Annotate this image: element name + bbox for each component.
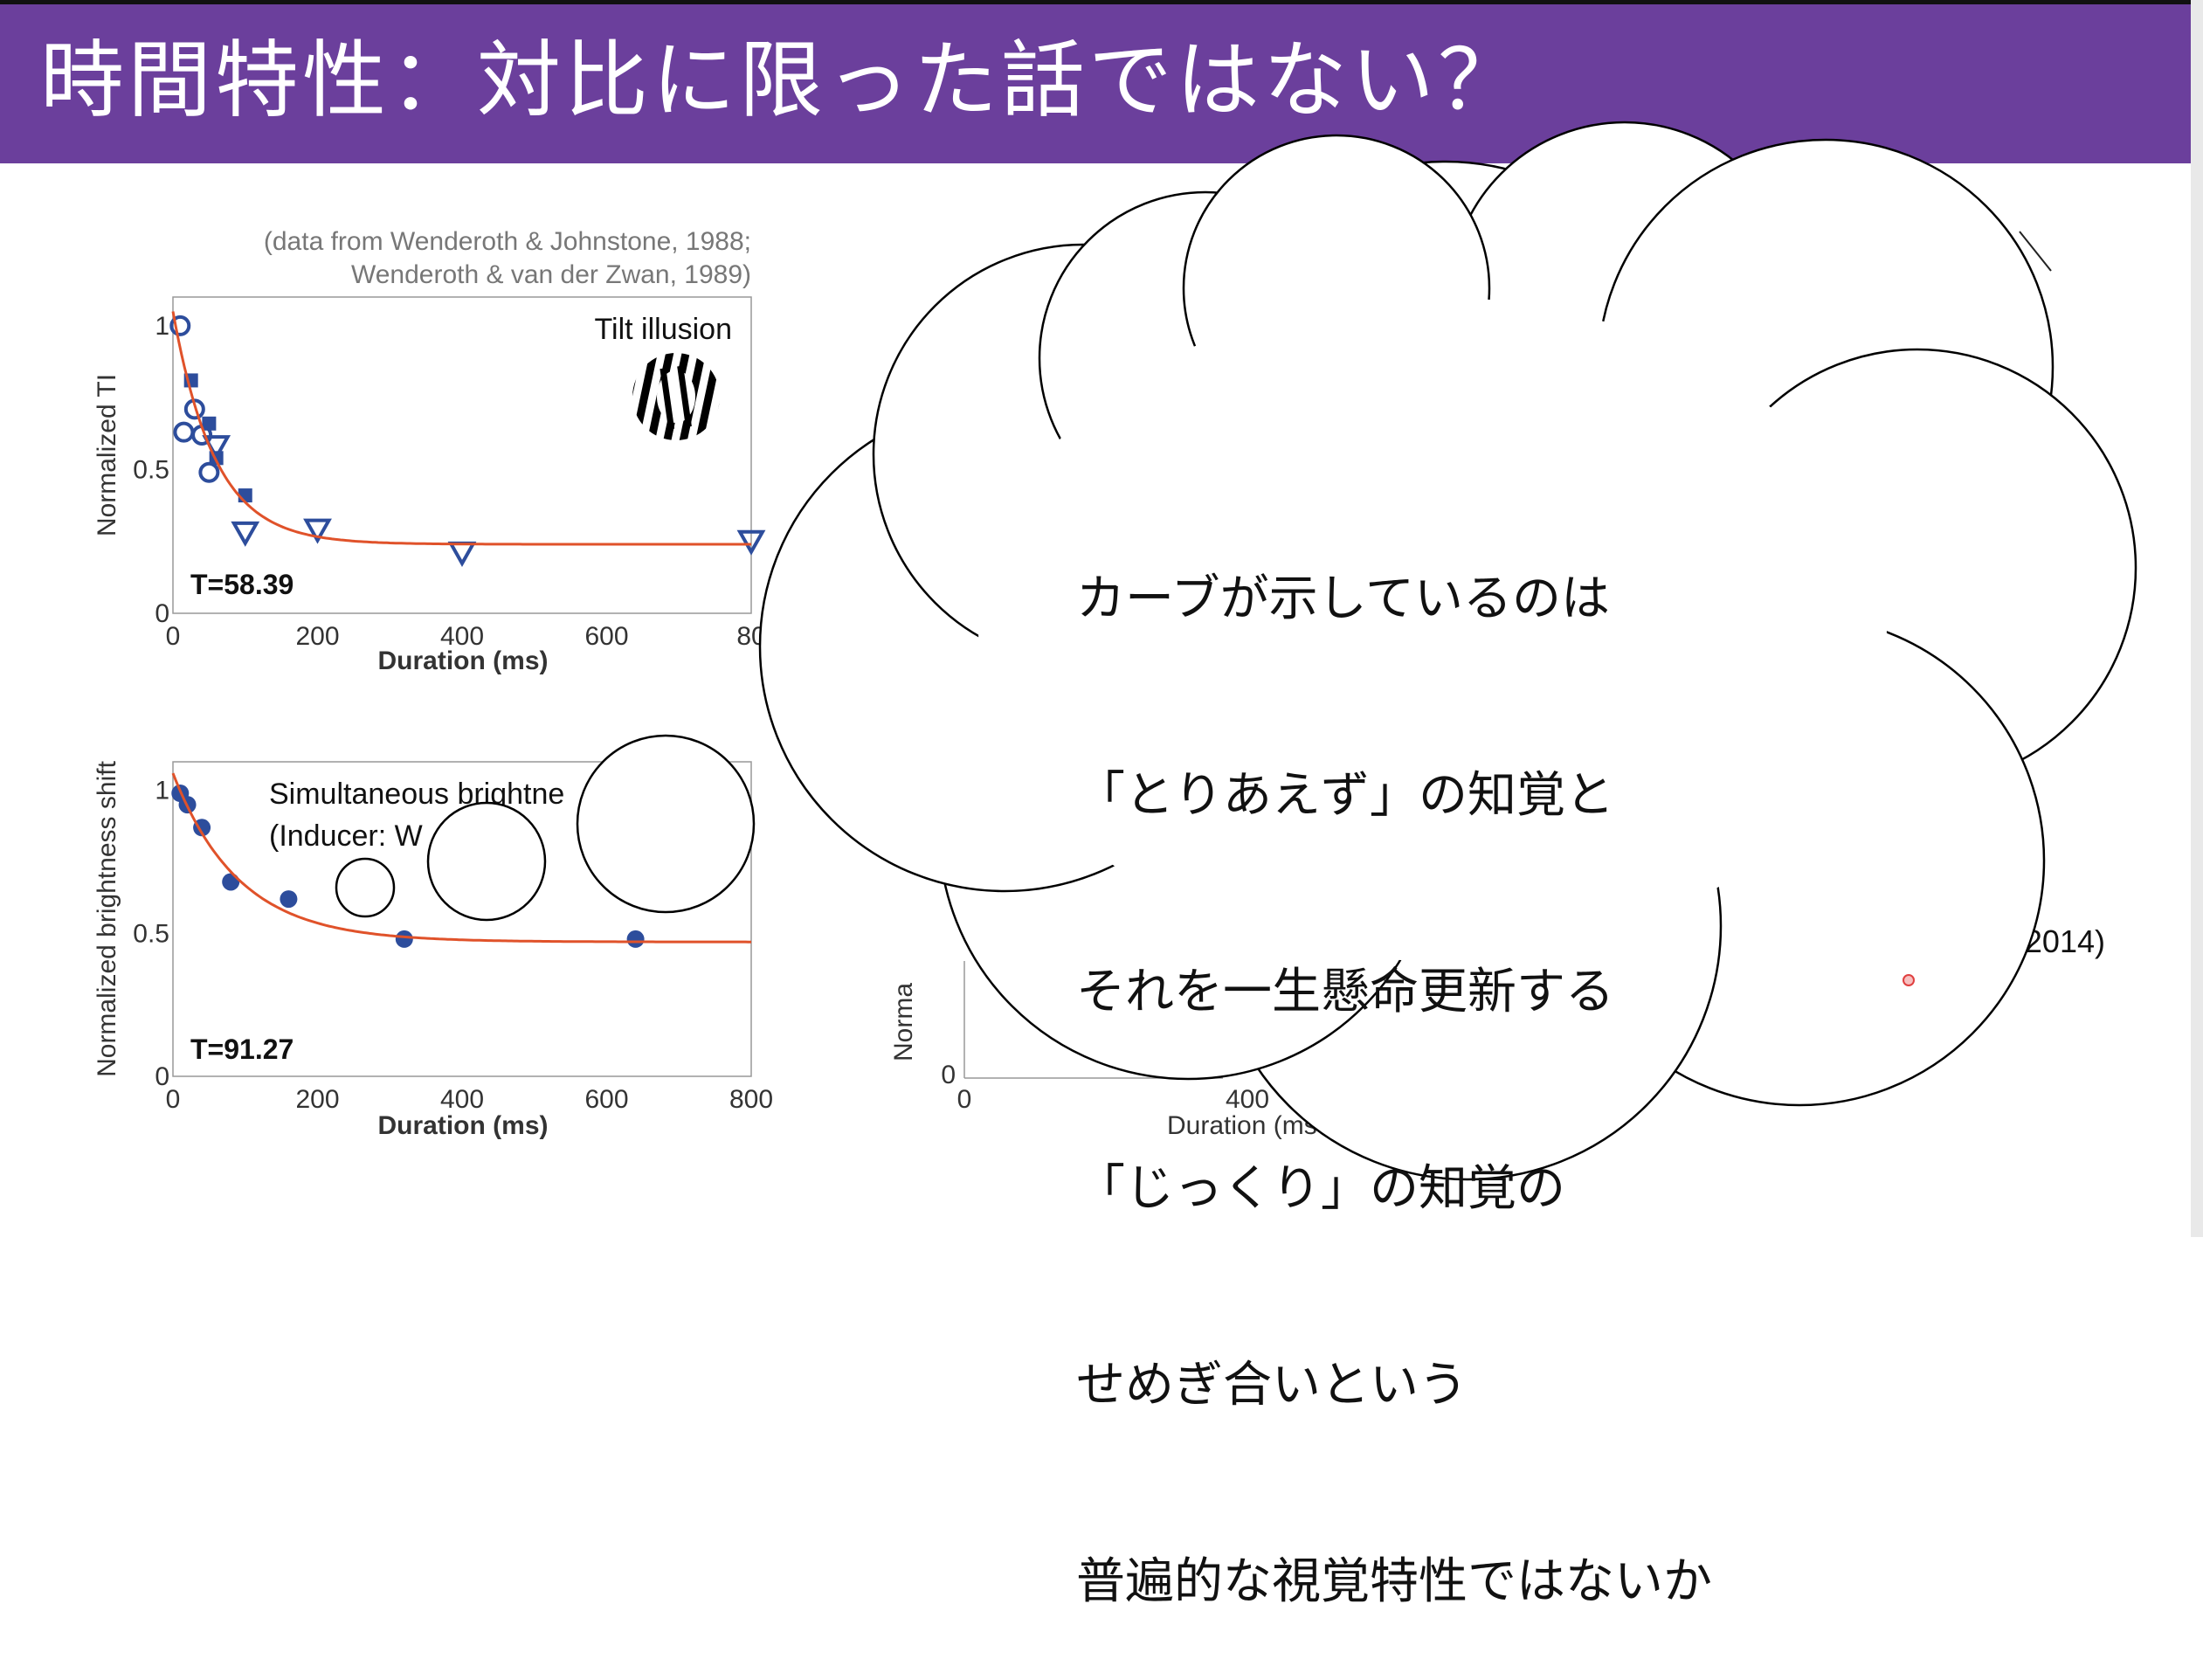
top-border bbox=[0, 0, 2203, 4]
data-point-filled-circle bbox=[626, 930, 645, 948]
data-point-triangle bbox=[231, 521, 260, 547]
x-tick-label: 600 bbox=[584, 622, 628, 651]
bubble-text: カーブが示しているのは 「とりあえず」の知覚と それを一生懸命更新する 「じっく… bbox=[1076, 435, 1712, 1680]
bubble-trail-medium bbox=[426, 801, 547, 922]
data-point-open-circle bbox=[169, 315, 191, 336]
x-tick-label: 200 bbox=[295, 622, 339, 651]
chart1-annotation: T=58.39 bbox=[190, 569, 294, 600]
data-point-open-circle bbox=[198, 461, 220, 483]
bubble-trail bbox=[335, 734, 756, 922]
chart3-xtick-0: 0 bbox=[957, 1085, 972, 1114]
y-tick-label: 1 bbox=[155, 777, 169, 805]
citation-line-2: Wenderoth & van der Zwan, 1989) bbox=[351, 260, 751, 289]
cursor-dot bbox=[1903, 974, 1915, 986]
chart3-xlabel: Duration (ms bbox=[1167, 1111, 1317, 1140]
fit-curve bbox=[171, 311, 751, 546]
bubble-line-4: 「じっくり」の知覚の bbox=[1076, 1160, 1565, 1217]
chart3-ytick-0: 0 bbox=[941, 1061, 956, 1089]
fit-curve bbox=[171, 772, 751, 944]
bubble-line-6: 普遍的な視覚特性ではないか bbox=[1076, 1553, 1712, 1610]
chart2-annotation: T=91.27 bbox=[190, 1034, 294, 1065]
bubble-line-3: それを一生懸命更新する bbox=[1076, 964, 1614, 1020]
chart-tilt-illusion: Tilt illusion bbox=[93, 296, 766, 675]
x-tick-label: 600 bbox=[584, 1085, 628, 1114]
chart3-xtick-400: 400 bbox=[1226, 1085, 1269, 1114]
y-tick-label: 0.5 bbox=[133, 919, 169, 948]
y-tick-label: 0 bbox=[155, 1062, 169, 1091]
right-edge bbox=[2191, 0, 2203, 1237]
bubble-line-5: せめぎ合いという bbox=[1076, 1357, 1468, 1414]
chart-hidden: Norma 0 0 400 Duration (ms bbox=[889, 231, 2052, 1140]
chart2-title: Simultaneous brightne bbox=[269, 778, 564, 811]
chart3-fragment-line bbox=[2019, 231, 2052, 272]
data-point-square bbox=[202, 416, 217, 431]
data-point-triangle bbox=[303, 518, 332, 544]
x-tick-label: 0 bbox=[166, 622, 181, 651]
data-point-filled-circle bbox=[222, 873, 240, 891]
x-tick-label: 0 bbox=[166, 1085, 181, 1114]
citation-line-1: (data from Wenderoth & Johnstone, 1988; bbox=[264, 227, 751, 256]
bubble-trail-small bbox=[335, 857, 396, 918]
chart1-title: Tilt illusion bbox=[595, 313, 732, 346]
bubble-line-1: カーブが示しているのは bbox=[1076, 570, 1610, 627]
y-tick-label: 0.5 bbox=[133, 455, 169, 484]
chart2-ylabel: Normalized brightness shift bbox=[93, 760, 121, 1076]
y-tick-label: 1 bbox=[155, 312, 169, 341]
y-tick-label: 0 bbox=[155, 599, 169, 628]
x-tick-label: 400 bbox=[440, 622, 484, 651]
bubble-line-2: 「とりあえず」の知覚と bbox=[1076, 767, 1614, 824]
chart1-ylabel: Normalized TI bbox=[93, 374, 121, 536]
title-bar: 時間特性：対比に限った話ではない？ bbox=[0, 4, 2203, 163]
x-tick-label: 800 bbox=[729, 1085, 773, 1114]
chart2-subtitle: (Inducer: W bbox=[269, 819, 423, 853]
slide-title: 時間特性：対比に限った話ではない？ bbox=[40, 31, 1525, 129]
slide-figures: (data from Wenderoth & Johnstone, 1988; … bbox=[93, 121, 2137, 1181]
chart3-ylabel: Norma bbox=[889, 983, 918, 1061]
data-point-triangle bbox=[736, 529, 766, 556]
bubble-trail-large bbox=[576, 734, 756, 914]
chart1-xlabel: Duration (ms) bbox=[378, 646, 549, 675]
data-point-filled-circle bbox=[395, 930, 413, 948]
x-tick-label: 400 bbox=[440, 1085, 484, 1114]
thought-bubble bbox=[758, 121, 2137, 1181]
x-tick-label: 200 bbox=[295, 1085, 339, 1114]
data-point-filled-circle bbox=[280, 890, 298, 909]
chart2-xlabel: Duration (ms) bbox=[378, 1111, 549, 1140]
